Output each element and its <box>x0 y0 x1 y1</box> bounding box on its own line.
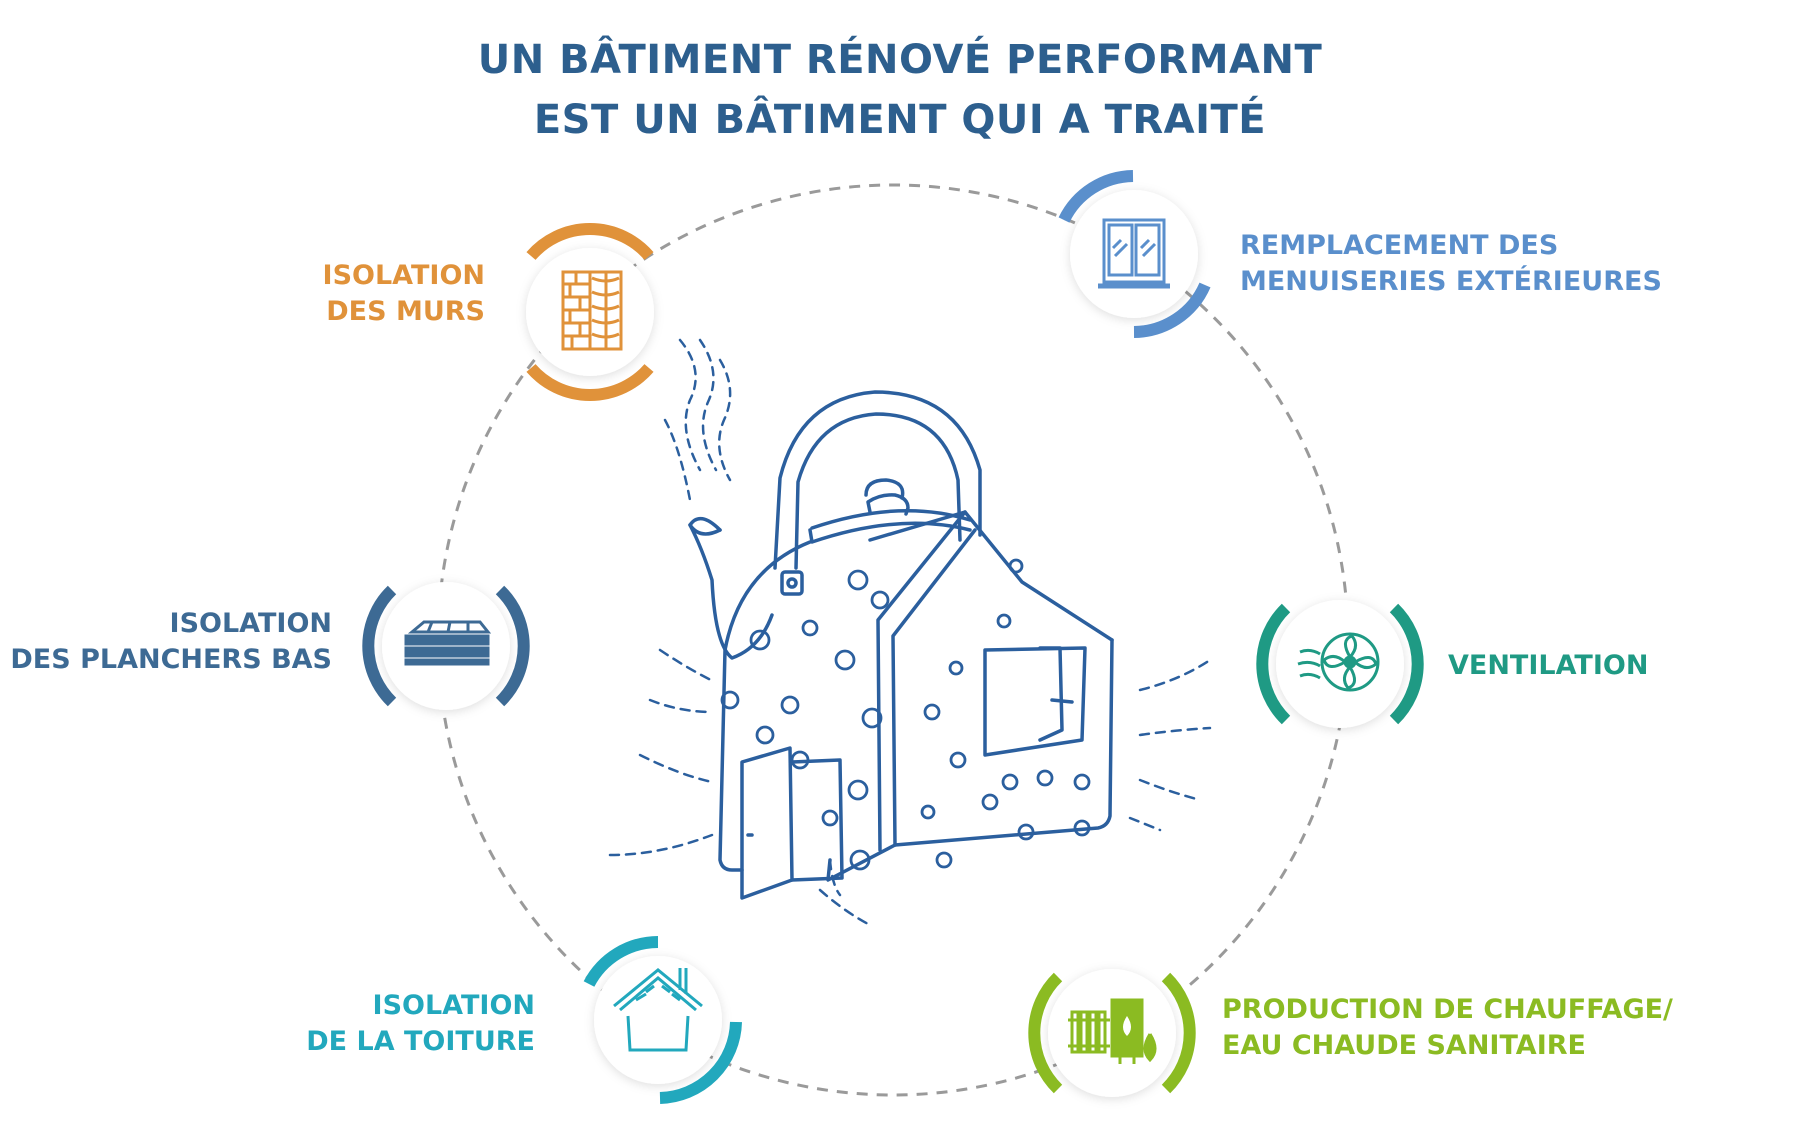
label-ventilation: VENTILATION <box>1448 648 1648 684</box>
floor-insulation-icon <box>404 620 492 666</box>
badge-planchers <box>362 582 530 710</box>
window-icon <box>1098 218 1170 289</box>
label-planchers: ISOLATION DES PLANCHERS BAS <box>10 606 332 678</box>
title-line-2: EST UN BÂTIMENT QUI A TRAITÉ <box>533 97 1267 143</box>
label-chauffage-line-1: PRODUCTION DE CHAUFFAGE/ <box>1222 994 1673 1025</box>
label-murs-line-2: DES MURS <box>326 296 485 327</box>
boiler-radiator-icon <box>1068 998 1157 1064</box>
label-menuiseries-line-1: REMPLACEMENT DES <box>1240 230 1559 261</box>
badge-toiture <box>583 936 742 1104</box>
label-toiture-line-1: ISOLATION <box>372 990 535 1021</box>
label-murs-line-1: ISOLATION <box>322 260 485 291</box>
label-murs: ISOLATION DES MURS <box>323 258 485 330</box>
badge-chauffage <box>1028 969 1196 1097</box>
label-planchers-line-2: DES PLANCHERS BAS <box>10 644 332 675</box>
label-menuiseries-line-2: MENUISERIES EXTÉRIEURES <box>1240 266 1662 297</box>
ventilation-fan-icon <box>1297 632 1380 692</box>
kettle-house-illustration <box>608 338 1212 927</box>
roof-insulation-icon <box>613 968 703 1052</box>
badge-menuiseries <box>1058 170 1211 338</box>
title-line-1: UN BÂTIMENT RÉNOVÉ PERFORMANT <box>477 37 1323 83</box>
label-toiture-line-2: DE LA TOITURE <box>306 1026 535 1057</box>
label-ventilation-line-1: VENTILATION <box>1448 650 1649 681</box>
label-toiture: ISOLATION DE LA TOITURE <box>306 988 535 1060</box>
label-planchers-line-1: ISOLATION <box>169 608 332 639</box>
label-chauffage: PRODUCTION DE CHAUFFAGE/ EAU CHAUDE SANI… <box>1222 992 1673 1064</box>
brick-wall-insulation-icon <box>561 270 623 351</box>
label-menuiseries: REMPLACEMENT DES MENUISERIES EXTÉRIEURES <box>1240 228 1662 300</box>
label-chauffage-line-2: EAU CHAUDE SANITAIRE <box>1222 1030 1586 1061</box>
badge-ventilation <box>1256 600 1424 728</box>
badge-murs <box>526 223 654 401</box>
